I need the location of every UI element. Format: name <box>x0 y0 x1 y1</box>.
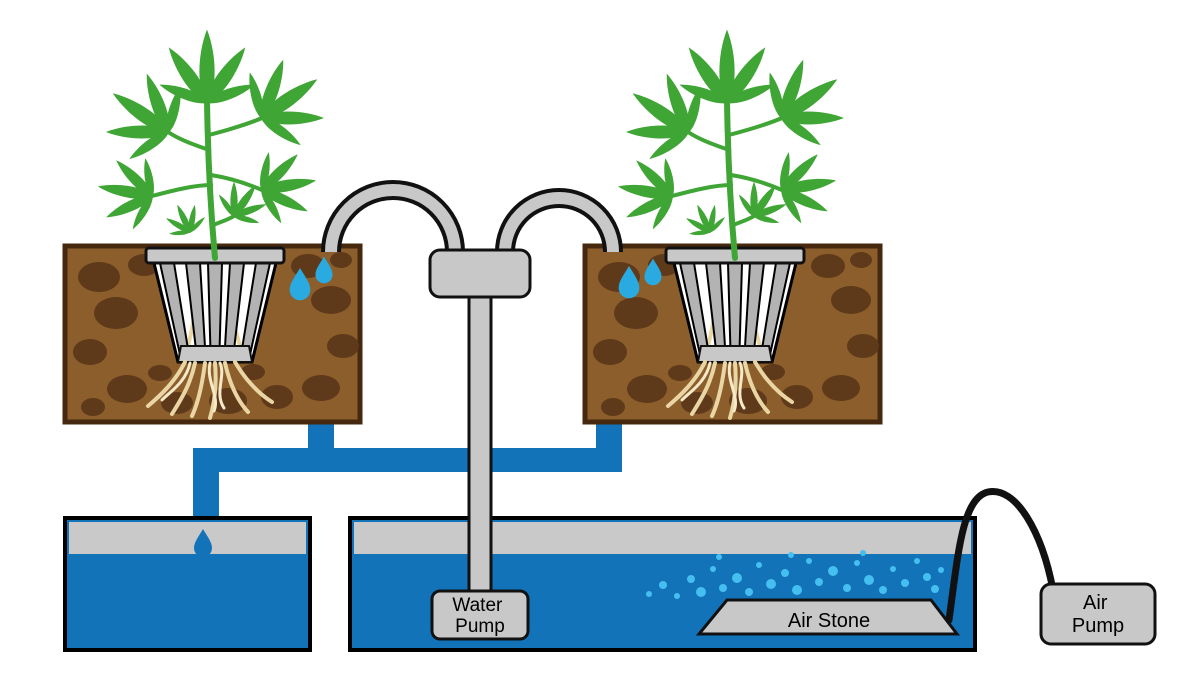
feed-tube-left-arc <box>325 184 461 253</box>
pump-riser-pipe <box>467 292 493 612</box>
feed-tube-right-arc <box>499 192 619 253</box>
reservoir-right-airgap <box>354 522 971 554</box>
air-stone <box>695 598 961 636</box>
water-pump-box <box>430 589 530 641</box>
air-bubbles <box>646 550 944 599</box>
drain-pipe-horizontal <box>193 448 620 472</box>
plant-right <box>606 29 863 258</box>
drain-pipes <box>193 418 622 522</box>
drain-pipe-right-bed-stub <box>596 418 622 472</box>
feed-tubing <box>321 180 623 612</box>
water-pump: Water Pump <box>430 589 530 641</box>
tube-manifold <box>428 248 532 299</box>
plant-left <box>86 29 343 258</box>
reservoir-left-airgap <box>69 522 306 554</box>
air-stone-label: Air Stone <box>788 610 870 632</box>
air-pump-box <box>1039 582 1157 646</box>
air-pump: Air Pump <box>1039 582 1157 646</box>
reservoir-right: Air Stone <box>348 516 977 652</box>
feed-tube-left-arc-outline <box>321 180 465 253</box>
air-tube <box>945 488 1057 624</box>
water-pump-label: Water Pump <box>452 595 507 637</box>
drain-pipe-left-drop <box>193 448 219 522</box>
air-pump-label: Air Pump <box>1072 592 1124 637</box>
reservoir-left <box>63 516 312 652</box>
